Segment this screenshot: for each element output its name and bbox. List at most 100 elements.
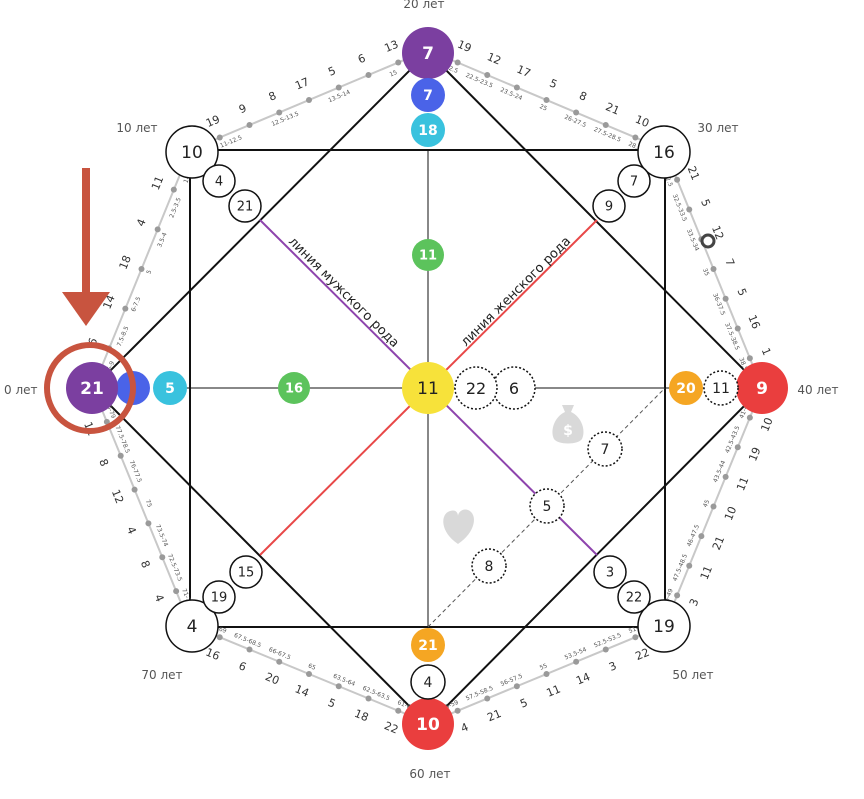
age-label-left: 0 лет (4, 383, 38, 397)
ring-age-value: 4 (134, 217, 149, 228)
ring-age-value: 17 (515, 63, 533, 80)
ring-tick (159, 554, 166, 561)
ring-tick (734, 444, 741, 451)
ring-age-value: 5 (698, 197, 713, 208)
ring-tick (513, 683, 520, 690)
ring-age-value: 5 (326, 64, 337, 79)
ring-range-label: 72.5-73.5 (166, 553, 183, 583)
ring-age-value: 17 (293, 75, 311, 92)
ring-tick (103, 418, 110, 425)
node-center-r2: 6 (492, 366, 536, 410)
ring-age-value: 8 (96, 457, 111, 468)
ring-age-value: 5 (548, 77, 560, 92)
node-center-r1: 22 (454, 366, 498, 410)
ring-tick (335, 84, 342, 91)
node-value: 21 (237, 200, 254, 215)
node-value: 7 (423, 88, 433, 104)
ring-range-label: 5 (145, 269, 153, 275)
ring-tick (276, 109, 283, 116)
ring-age-value: 19 (455, 38, 473, 55)
ring-age-value: 21 (485, 707, 503, 724)
node-value: 7 (630, 175, 638, 190)
node-bottom-right: 19 (637, 599, 691, 653)
ring-range-label: 27.5-28.5 (593, 126, 623, 144)
node-left: 21 (66, 362, 118, 414)
ring-tick (573, 109, 580, 116)
node-value: 16 (285, 382, 303, 397)
node-value: 5 (165, 381, 175, 397)
ring-tick (573, 658, 580, 665)
svg-text:$: $ (563, 423, 573, 439)
node-top-right: 16 (637, 125, 691, 179)
ring-marker (700, 233, 716, 249)
ring-tick (722, 473, 729, 480)
ring-tick (122, 305, 129, 312)
ring-tick (722, 295, 729, 302)
ring-tick (632, 134, 639, 141)
ring-age-value: 8 (267, 89, 278, 104)
ring-age-value: 12 (709, 224, 726, 242)
node-right-3: 20 (669, 371, 703, 405)
ring-age-value: 4 (459, 721, 470, 736)
ring-tick (454, 707, 461, 714)
ring-tick (365, 72, 372, 78)
ring-age-value: 20 (263, 670, 281, 687)
node-value: 5 (543, 499, 552, 515)
ring-tick (154, 226, 161, 233)
ring-range-label: 32.5-33.5 (671, 193, 688, 223)
money-bag-icon: $ (552, 405, 584, 444)
node-value: 11 (419, 249, 437, 264)
node-top-3: 18 (411, 113, 445, 147)
ring-age-value: 8 (138, 559, 153, 570)
ring-tick (117, 452, 124, 459)
node-top-left-2: 4 (202, 164, 236, 198)
node-value: 6 (509, 379, 519, 398)
node-inner-left: 16 (278, 372, 310, 404)
node-value: 9 (756, 379, 768, 399)
ring-range-label: 15 (389, 69, 399, 78)
node-value: 16 (653, 143, 675, 163)
node-bottom-left: 4 (165, 599, 219, 653)
ring-age-value: 12 (109, 488, 126, 506)
node-right-2: 11 (703, 370, 739, 406)
ring-age-value: 6 (237, 659, 248, 674)
ring-age-value: 21 (685, 164, 702, 182)
ring-age-value: 22 (633, 646, 651, 663)
ring-tick (602, 646, 609, 653)
ring-age-value: 11 (698, 564, 715, 582)
node-inner-top: 11 (412, 239, 444, 271)
node-value: 22 (466, 379, 486, 398)
ring-tick (746, 355, 753, 362)
node-money-7: 7 (587, 431, 623, 467)
node-top-2: 7 (411, 78, 445, 112)
ring-tick (306, 97, 312, 103)
ring-age-value: 5 (518, 696, 529, 711)
node-love-8: 8 (471, 548, 507, 584)
ring-age-value: 6 (356, 52, 367, 67)
ring-range-label: 35 (701, 267, 710, 277)
node-top-left: 10 (165, 125, 219, 179)
node-top-right-3: 9 (592, 189, 626, 223)
ring-range-label: 12.5-13.5 (271, 110, 301, 128)
ring-age-value: 21 (604, 100, 622, 117)
node-center: 11 (402, 362, 454, 414)
ring-tick (513, 84, 520, 91)
ring-age-value: 11 (149, 174, 166, 192)
node-bottom: 10 (402, 698, 454, 750)
ring-age-value: 19 (204, 113, 222, 130)
ring-tick (686, 562, 693, 569)
ring-tick (170, 186, 177, 193)
ring-age-value: 10 (722, 505, 739, 523)
node-value: 7 (422, 44, 434, 64)
ring-tick (216, 634, 223, 641)
age-label-right: 40 лет (797, 383, 838, 397)
node-value: 19 (653, 617, 675, 637)
node-value: 8 (485, 559, 494, 575)
node-top-right-2: 7 (617, 164, 651, 198)
ring-age-value: 11 (545, 682, 563, 699)
ring-tick (335, 683, 342, 690)
age-label-bottom-left: 70 лет (141, 668, 182, 682)
node-love-5: 5 (529, 488, 565, 524)
ring-range-label: 55 (539, 662, 549, 671)
